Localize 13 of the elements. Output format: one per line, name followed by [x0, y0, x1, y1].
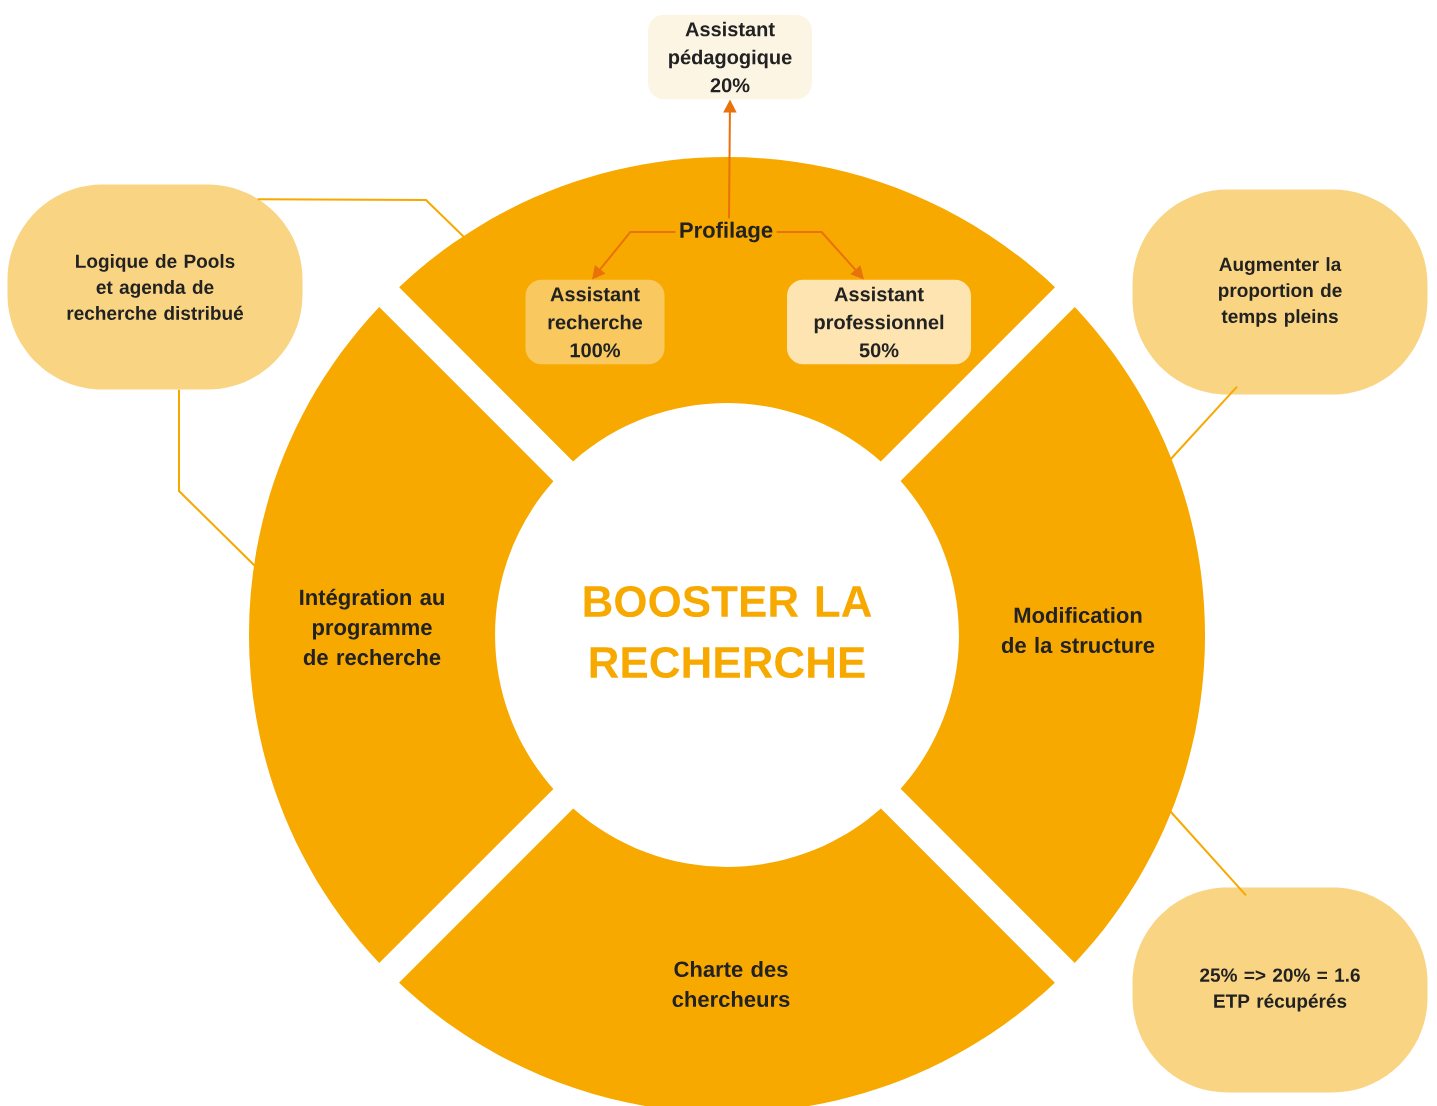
note-bubble: Augmenter la proportion de temps pleins — [1132, 189, 1428, 395]
note-bubble: 25% => 20% = 1.6 ETP récupérés — [1132, 887, 1428, 1093]
pill-label: Assistant professionnel 50% — [787, 279, 971, 365]
heading: Profilage — [680, 221, 773, 243]
pill-label: Assistant recherche 100% — [525, 279, 665, 365]
ring-segment: Charte des chercheurs — [399, 808, 1055, 1106]
center-title: BOOSTER LA RECHERCHE — [584, 585, 872, 679]
note-bubble: Logique de Pools et agenda de recherche distribué — [7, 184, 303, 390]
leader-line — [256, 198, 466, 239]
pill-label: Assistant pédagogique 20% — [648, 14, 812, 100]
leader-line — [178, 388, 256, 567]
leader-line — [1169, 810, 1247, 897]
leader-line — [1168, 385, 1238, 462]
